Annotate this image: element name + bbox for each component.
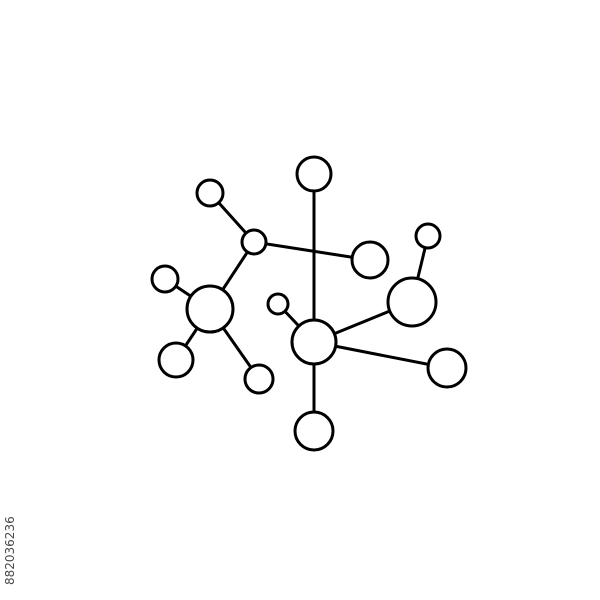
atom-node bbox=[266, 292, 290, 316]
atom-node bbox=[426, 347, 468, 389]
bond bbox=[252, 240, 372, 262]
atom-node bbox=[293, 410, 335, 452]
atom-node bbox=[350, 240, 390, 280]
atom-node bbox=[185, 284, 235, 334]
watermark-id-text: 882036236 bbox=[3, 516, 17, 585]
atom-node bbox=[386, 276, 438, 328]
atom-node bbox=[243, 363, 275, 395]
watermark-strip: 882036236 bbox=[1, 460, 21, 585]
atom-node bbox=[290, 318, 338, 366]
atom-node bbox=[195, 178, 225, 208]
atom-node bbox=[240, 228, 268, 256]
atom-node bbox=[295, 155, 333, 193]
atom-nodes bbox=[150, 155, 468, 452]
atom-node bbox=[150, 264, 180, 294]
atom-node bbox=[157, 341, 195, 379]
atom-node bbox=[414, 222, 442, 250]
